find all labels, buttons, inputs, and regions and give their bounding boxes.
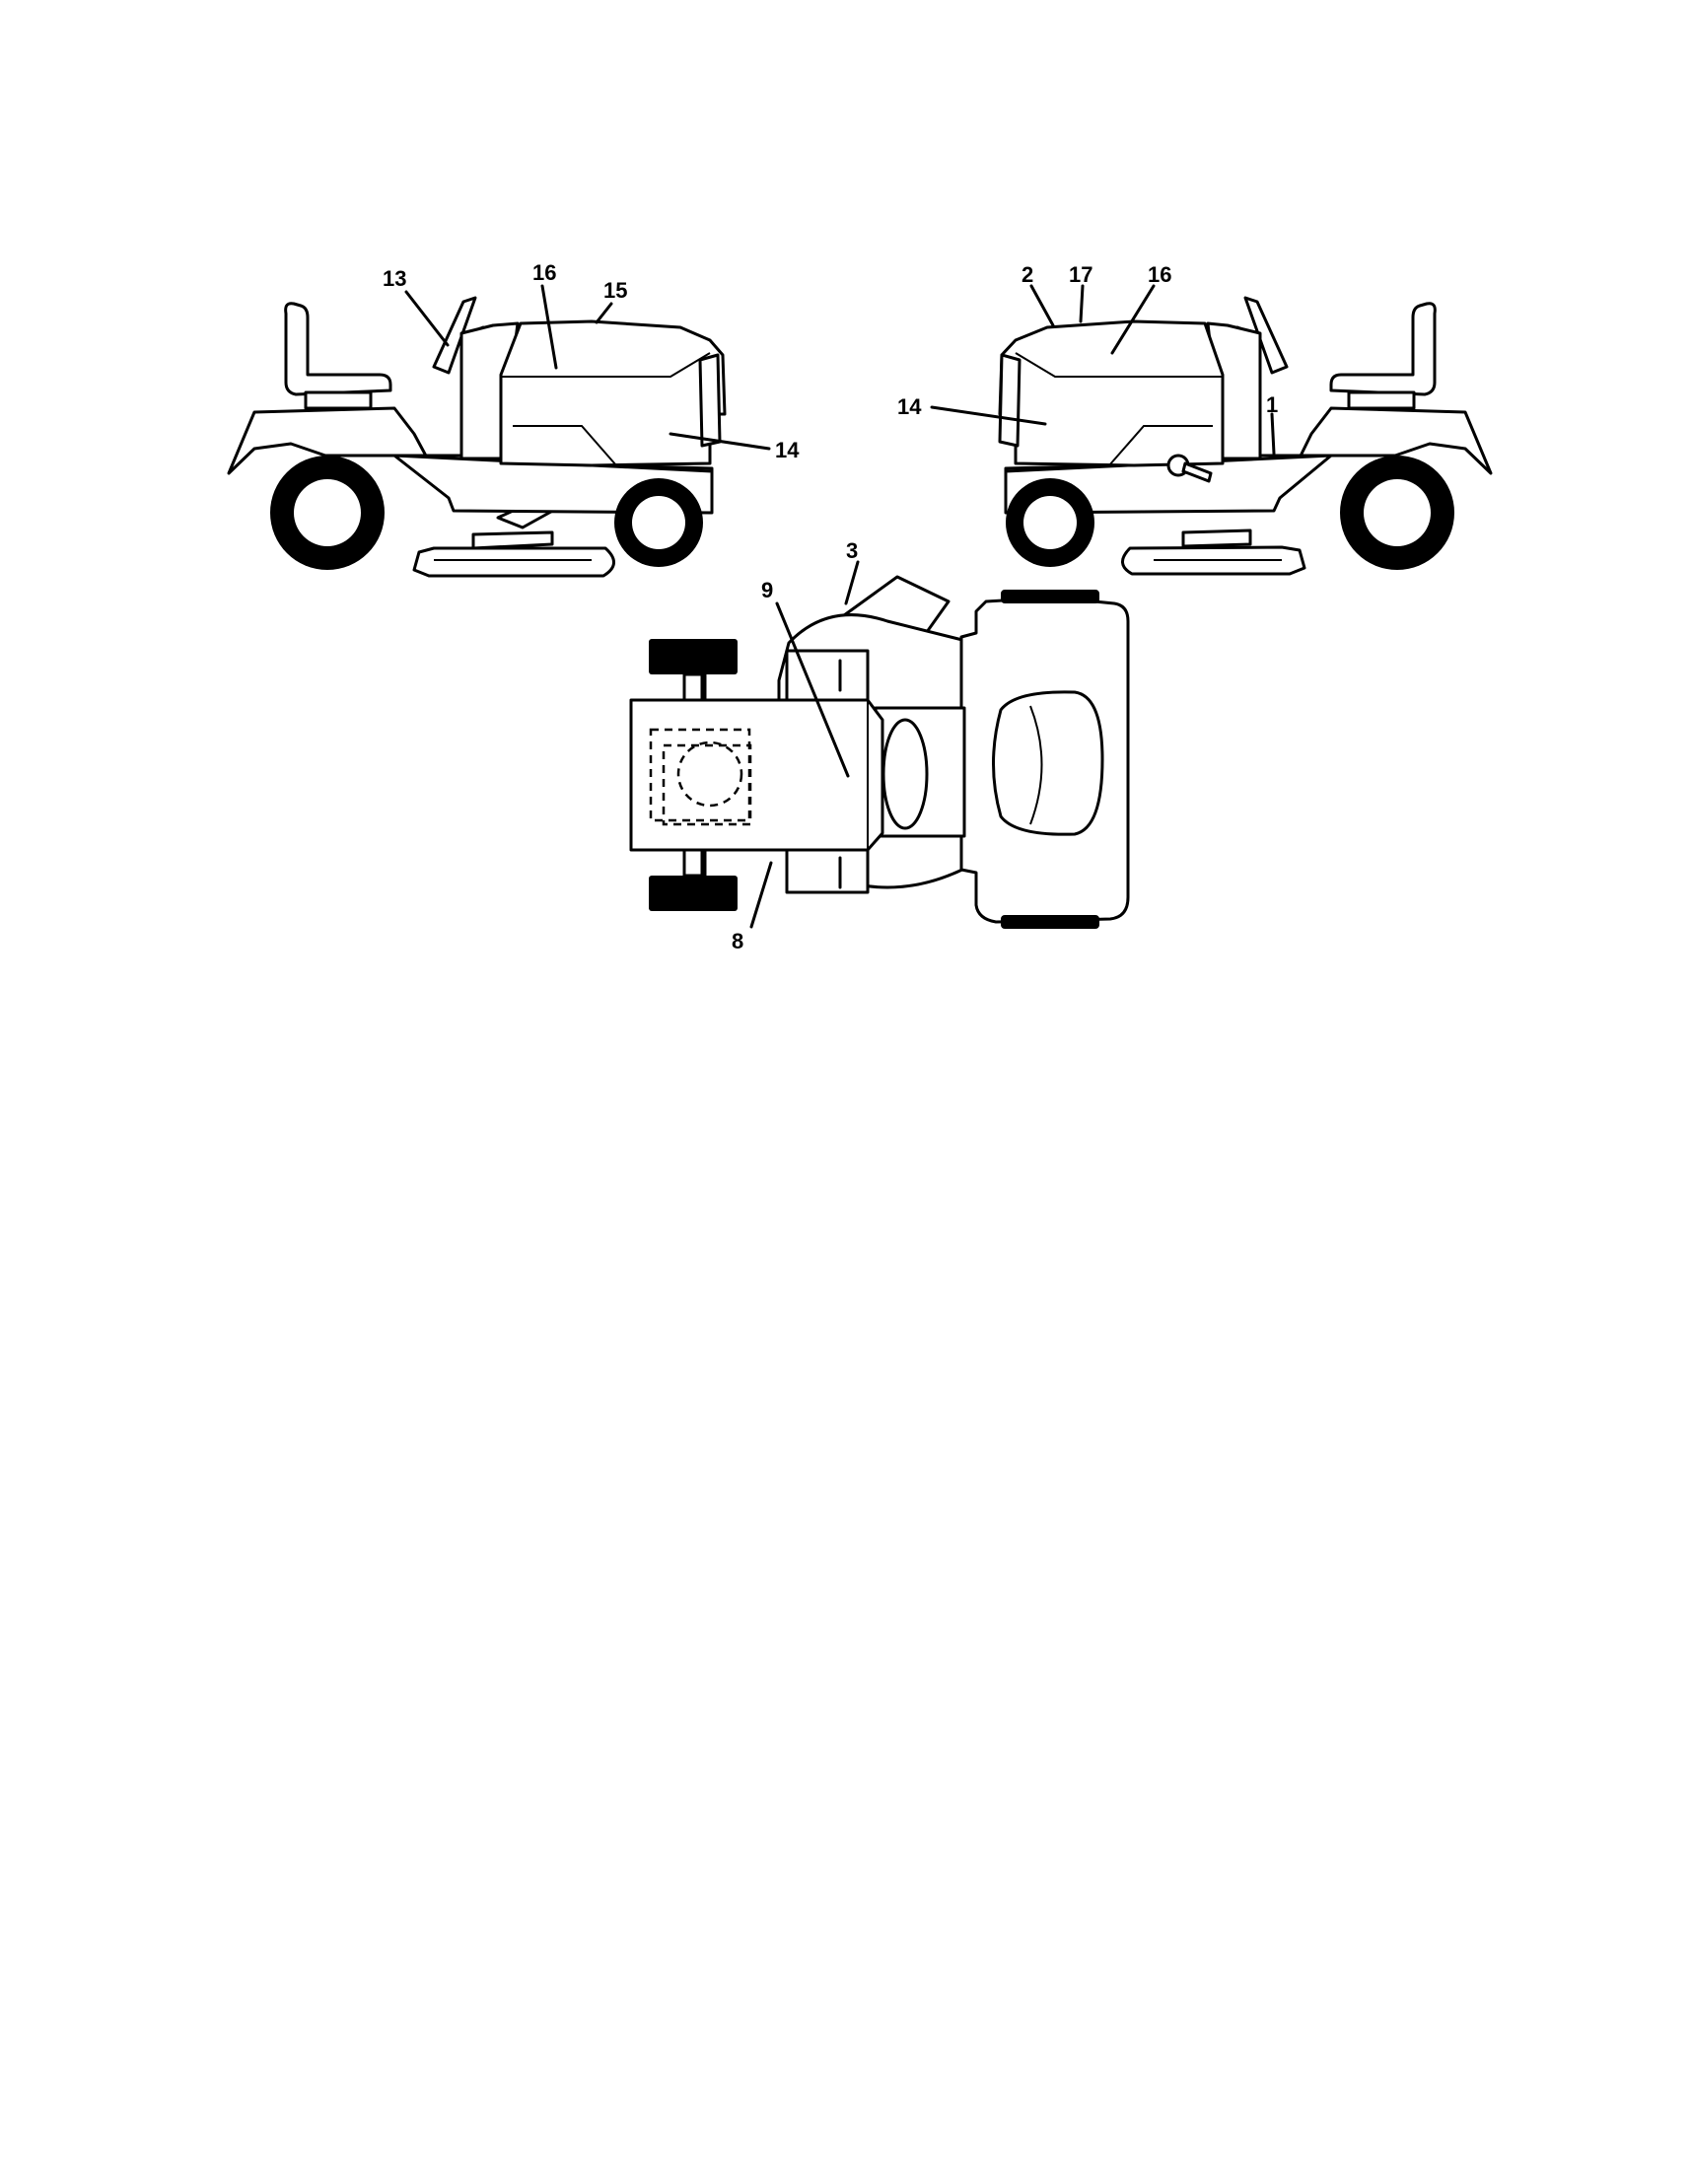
right-leader-17 <box>1079 284 1085 323</box>
top-callout-8: 8 <box>732 929 743 953</box>
right-callout-16: 16 <box>1148 262 1171 287</box>
right-callout-17: 17 <box>1069 262 1092 287</box>
left-callout-13: 13 <box>383 266 406 291</box>
top-view-tractor: 3 9 8 <box>629 538 1130 953</box>
left-rear-wheel <box>270 456 385 570</box>
right-front-wheel <box>1006 478 1094 567</box>
top-leader-8 <box>749 861 773 929</box>
top-leader-9 <box>775 601 850 778</box>
left-leader-15 <box>595 302 613 324</box>
top-rear-wheel-lower <box>1001 915 1099 929</box>
top-callout-9: 9 <box>761 578 773 602</box>
left-side-view-tractor: 13 16 15 14 <box>227 260 800 578</box>
left-callout-15: 15 <box>603 278 627 303</box>
right-grille <box>998 353 1022 448</box>
left-front-wheel <box>614 478 703 567</box>
top-hood <box>629 698 884 852</box>
left-callout-16: 16 <box>532 260 556 285</box>
top-seat <box>992 690 1104 836</box>
right-side-view-tractor: 2 17 16 14 1 <box>897 262 1493 576</box>
right-callout-1: 1 <box>1266 392 1278 417</box>
left-seat <box>284 302 392 396</box>
top-front-wheel-upper <box>649 639 738 674</box>
right-callout-2: 2 <box>1022 262 1033 287</box>
top-rear-wheel-upper <box>1001 590 1099 603</box>
top-leader-3 <box>844 560 860 605</box>
top-front-wheel-lower <box>649 876 738 911</box>
right-rear-wheel <box>1340 456 1454 570</box>
right-leader-14 <box>930 405 1047 426</box>
left-leader-16 <box>540 284 558 370</box>
right-leader-2 <box>1029 284 1055 327</box>
left-callout-14: 14 <box>775 438 800 462</box>
right-steering-wheel <box>1243 296 1289 375</box>
left-leader-13 <box>404 290 450 347</box>
left-hood <box>499 319 727 467</box>
right-lift-handle <box>1166 454 1213 483</box>
left-grille <box>698 353 722 448</box>
right-hood <box>998 319 1225 467</box>
top-callout-3: 3 <box>846 538 858 563</box>
right-leader-1 <box>1270 412 1276 456</box>
right-leader-16 <box>1110 284 1156 355</box>
top-dash <box>881 718 929 830</box>
right-seat <box>1329 302 1437 396</box>
right-callout-14: 14 <box>897 394 922 419</box>
left-mower-deck <box>412 546 615 578</box>
left-steering-wheel <box>432 296 477 375</box>
left-leader-14 <box>669 432 771 451</box>
